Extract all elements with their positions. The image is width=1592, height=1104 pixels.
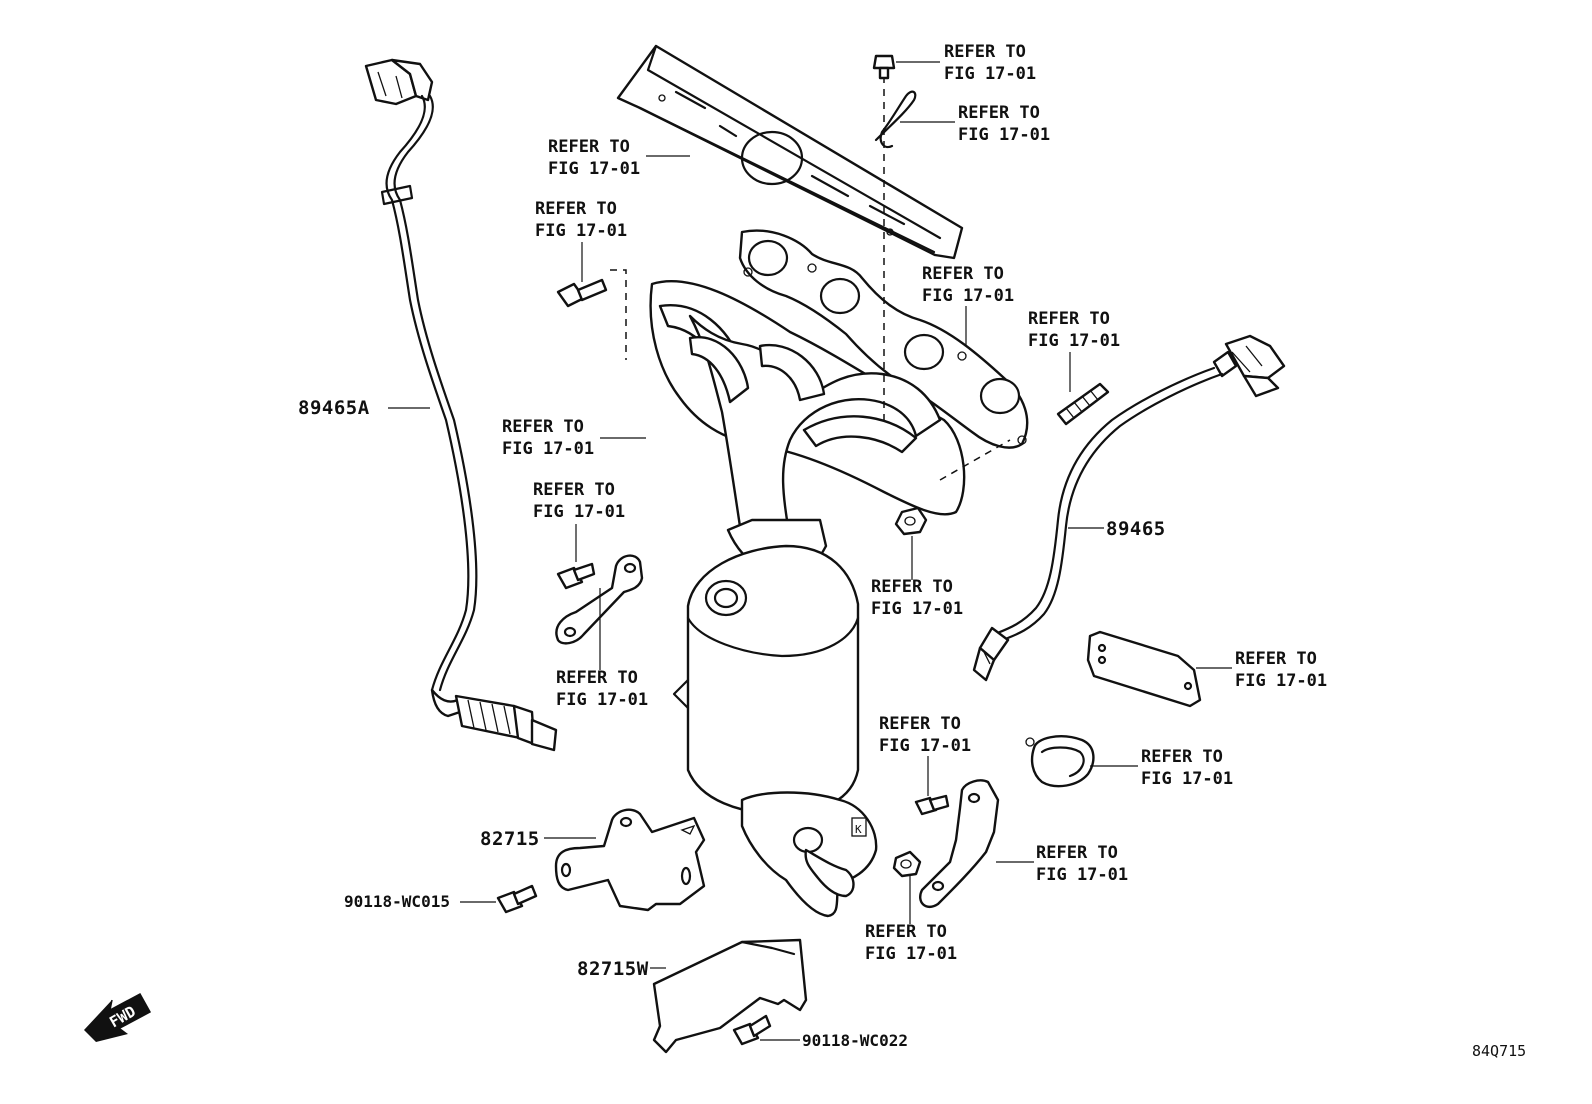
refer-note-3: REFER TO FIG 17-01	[548, 137, 640, 179]
refer-note-line2: FIG 17-01	[548, 159, 640, 179]
clip	[874, 90, 917, 149]
refer-note-line1: REFER TO	[922, 264, 1004, 284]
refer-note-line2: FIG 17-01	[871, 599, 963, 619]
oxygen-sensor-front	[364, 58, 558, 752]
bracket-82715	[554, 808, 706, 912]
bolt-90118-WC015	[496, 884, 538, 914]
refer-note-line1: REFER TO	[1141, 747, 1223, 767]
assembly-line-2	[610, 269, 627, 360]
refer-note-line2: FIG 17-01	[879, 736, 971, 756]
bolt-lower-right	[914, 794, 950, 816]
part-number-90118-WC022: 90118-WC022	[802, 1031, 908, 1050]
part-number-89465: 89465	[1106, 518, 1166, 540]
bracket-right-large	[919, 779, 1000, 909]
refer-note-line2: FIG 17-01	[958, 125, 1050, 145]
refer-note-line1: REFER TO	[502, 417, 584, 437]
bolt-90118-WC022	[732, 1014, 772, 1046]
refer-note-4: REFER TO FIG 17-01	[535, 199, 627, 241]
refer-note-14: REFER TO FIG 17-01	[1036, 843, 1128, 885]
assembly-line-3	[939, 439, 1011, 481]
heat-shield-plate-right	[1086, 630, 1202, 708]
stud-bolt	[1056, 382, 1110, 426]
oxygen-sensor-rear	[972, 334, 1286, 682]
bolt-bracket-left	[556, 562, 596, 590]
refer-note-line1: REFER TO	[944, 42, 1026, 62]
refer-note-line1: REFER TO	[1028, 309, 1110, 329]
clamp-ring	[1025, 735, 1095, 788]
refer-note-line2: FIG 17-01	[533, 502, 625, 522]
refer-note-13: REFER TO FIG 17-01	[1141, 747, 1233, 789]
refer-note-line2: FIG 17-01	[1036, 865, 1128, 885]
refer-note-line1: REFER TO	[958, 103, 1040, 123]
refer-note-line1: REFER TO	[1036, 843, 1118, 863]
refer-note-line1: REFER TO	[535, 199, 617, 219]
refer-note-line1: REFER TO	[533, 480, 615, 500]
nut-manifold	[894, 506, 928, 536]
nut-lower	[892, 850, 922, 878]
refer-note-line2: FIG 17-01	[922, 286, 1014, 306]
refer-note-6: REFER TO FIG 17-01	[1028, 309, 1120, 351]
svg-text:K: K	[855, 823, 862, 836]
refer-note-line2: FIG 17-01	[556, 690, 648, 710]
refer-note-line2: FIG 17-01	[1141, 769, 1233, 789]
bracket-left-small	[555, 554, 644, 645]
refer-note-8: REFER TO FIG 17-01	[533, 480, 625, 522]
exhaust-manifold-converter: K	[649, 279, 966, 918]
heat-insulator	[616, 44, 964, 260]
refer-note-line2: FIG 17-01	[535, 221, 627, 241]
bolt-upper-left	[556, 278, 608, 308]
refer-note-2: REFER TO FIG 17-01	[958, 103, 1050, 145]
part-number-82715: 82715	[480, 828, 540, 850]
leader-lines	[388, 61, 1232, 1041]
refer-note-line2: FIG 17-01	[1235, 671, 1327, 691]
refer-note-15: REFER TO FIG 17-01	[865, 922, 957, 964]
refer-note-line1: REFER TO	[871, 577, 953, 597]
refer-note-line1: REFER TO	[1235, 649, 1317, 669]
refer-note-12: REFER TO FIG 17-01	[879, 714, 971, 756]
refer-note-line2: FIG 17-01	[865, 944, 957, 964]
refer-note-line2: FIG 17-01	[944, 64, 1036, 84]
diagram-id: 84Q715	[1472, 1042, 1526, 1060]
refer-note-5: REFER TO FIG 17-01	[922, 264, 1014, 306]
refer-note-line2: FIG 17-01	[502, 439, 594, 459]
part-number-89465A: 89465A	[298, 397, 370, 419]
refer-note-11: REFER TO FIG 17-01	[1235, 649, 1327, 691]
bracket-82715W	[652, 938, 808, 1054]
refer-note-1: REFER TO FIG 17-01	[944, 42, 1036, 84]
part-number-82715W: 82715W	[577, 958, 649, 980]
refer-note-10: REFER TO FIG 17-01	[556, 668, 648, 710]
refer-note-7: REFER TO FIG 17-01	[502, 417, 594, 459]
refer-note-9: REFER TO FIG 17-01	[871, 577, 963, 619]
refer-note-line1: REFER TO	[865, 922, 947, 942]
refer-note-line1: REFER TO	[556, 668, 638, 688]
top-bolt	[872, 54, 896, 80]
part-number-90118-WC015: 90118-WC015	[344, 892, 450, 911]
refer-note-line1: REFER TO	[548, 137, 630, 157]
refer-note-line1: REFER TO	[879, 714, 961, 734]
fwd-arrow-icon: FWD	[84, 992, 152, 1042]
refer-note-line2: FIG 17-01	[1028, 331, 1120, 351]
